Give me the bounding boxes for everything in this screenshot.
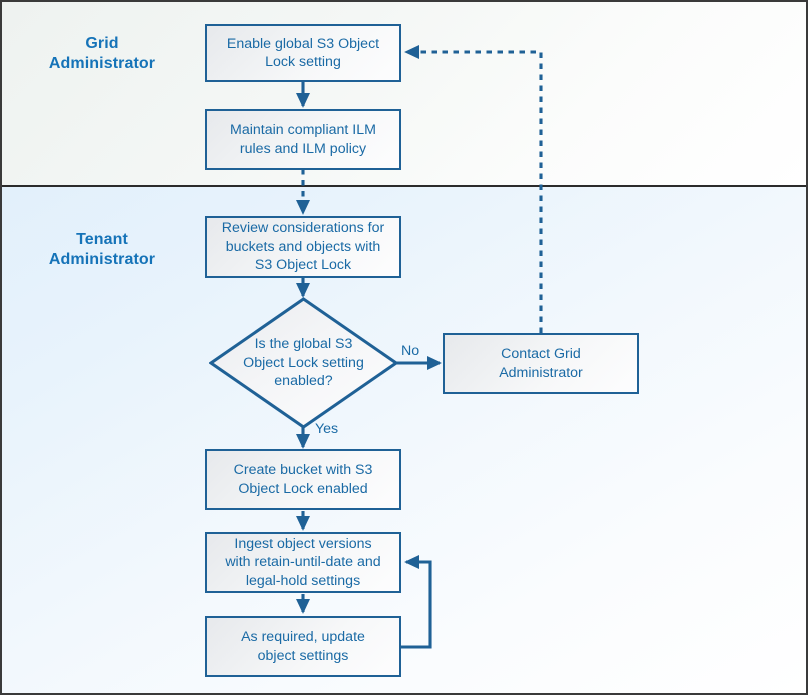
node-maintain-compliant-ilm-rules-and-policy[interactable]: Maintain compliant ILM rules and ILM pol… (205, 109, 401, 170)
node-contact-grid-administrator[interactable]: Contact Grid Administrator (443, 333, 639, 394)
swimlane-label-tenant-administrator: Tenant Administrator (48, 231, 156, 269)
decision-diamond-shape (209, 297, 398, 429)
swimlane-label-grid-administrator: Grid Administrator (48, 35, 156, 73)
swimlane-grid-administrator (2, 2, 806, 187)
node-decision-label: Is the global S3 Object Lock setting ena… (243, 336, 364, 390)
node-is-global-s3-object-lock-setting-enabled[interactable]: Is the global S3 Object Lock setting ena… (209, 297, 398, 429)
edge-label-no: No (401, 343, 420, 359)
node-create-bucket-with-s3-object-lock-enabled[interactable]: Create bucket with S3 Object Lock enable… (205, 449, 401, 510)
edge-label-yes: Yes (315, 421, 339, 437)
node-enable-global-s3-object-lock-setting[interactable]: Enable global S3 Object Lock setting (205, 24, 401, 82)
node-review-considerations-for-buckets-and-objects[interactable]: Review considerations for buckets and ob… (205, 216, 401, 278)
node-ingest-object-versions[interactable]: Ingest object versions with retain-until… (205, 532, 401, 593)
node-as-required-update-object-settings[interactable]: As required, update object settings (205, 616, 401, 677)
